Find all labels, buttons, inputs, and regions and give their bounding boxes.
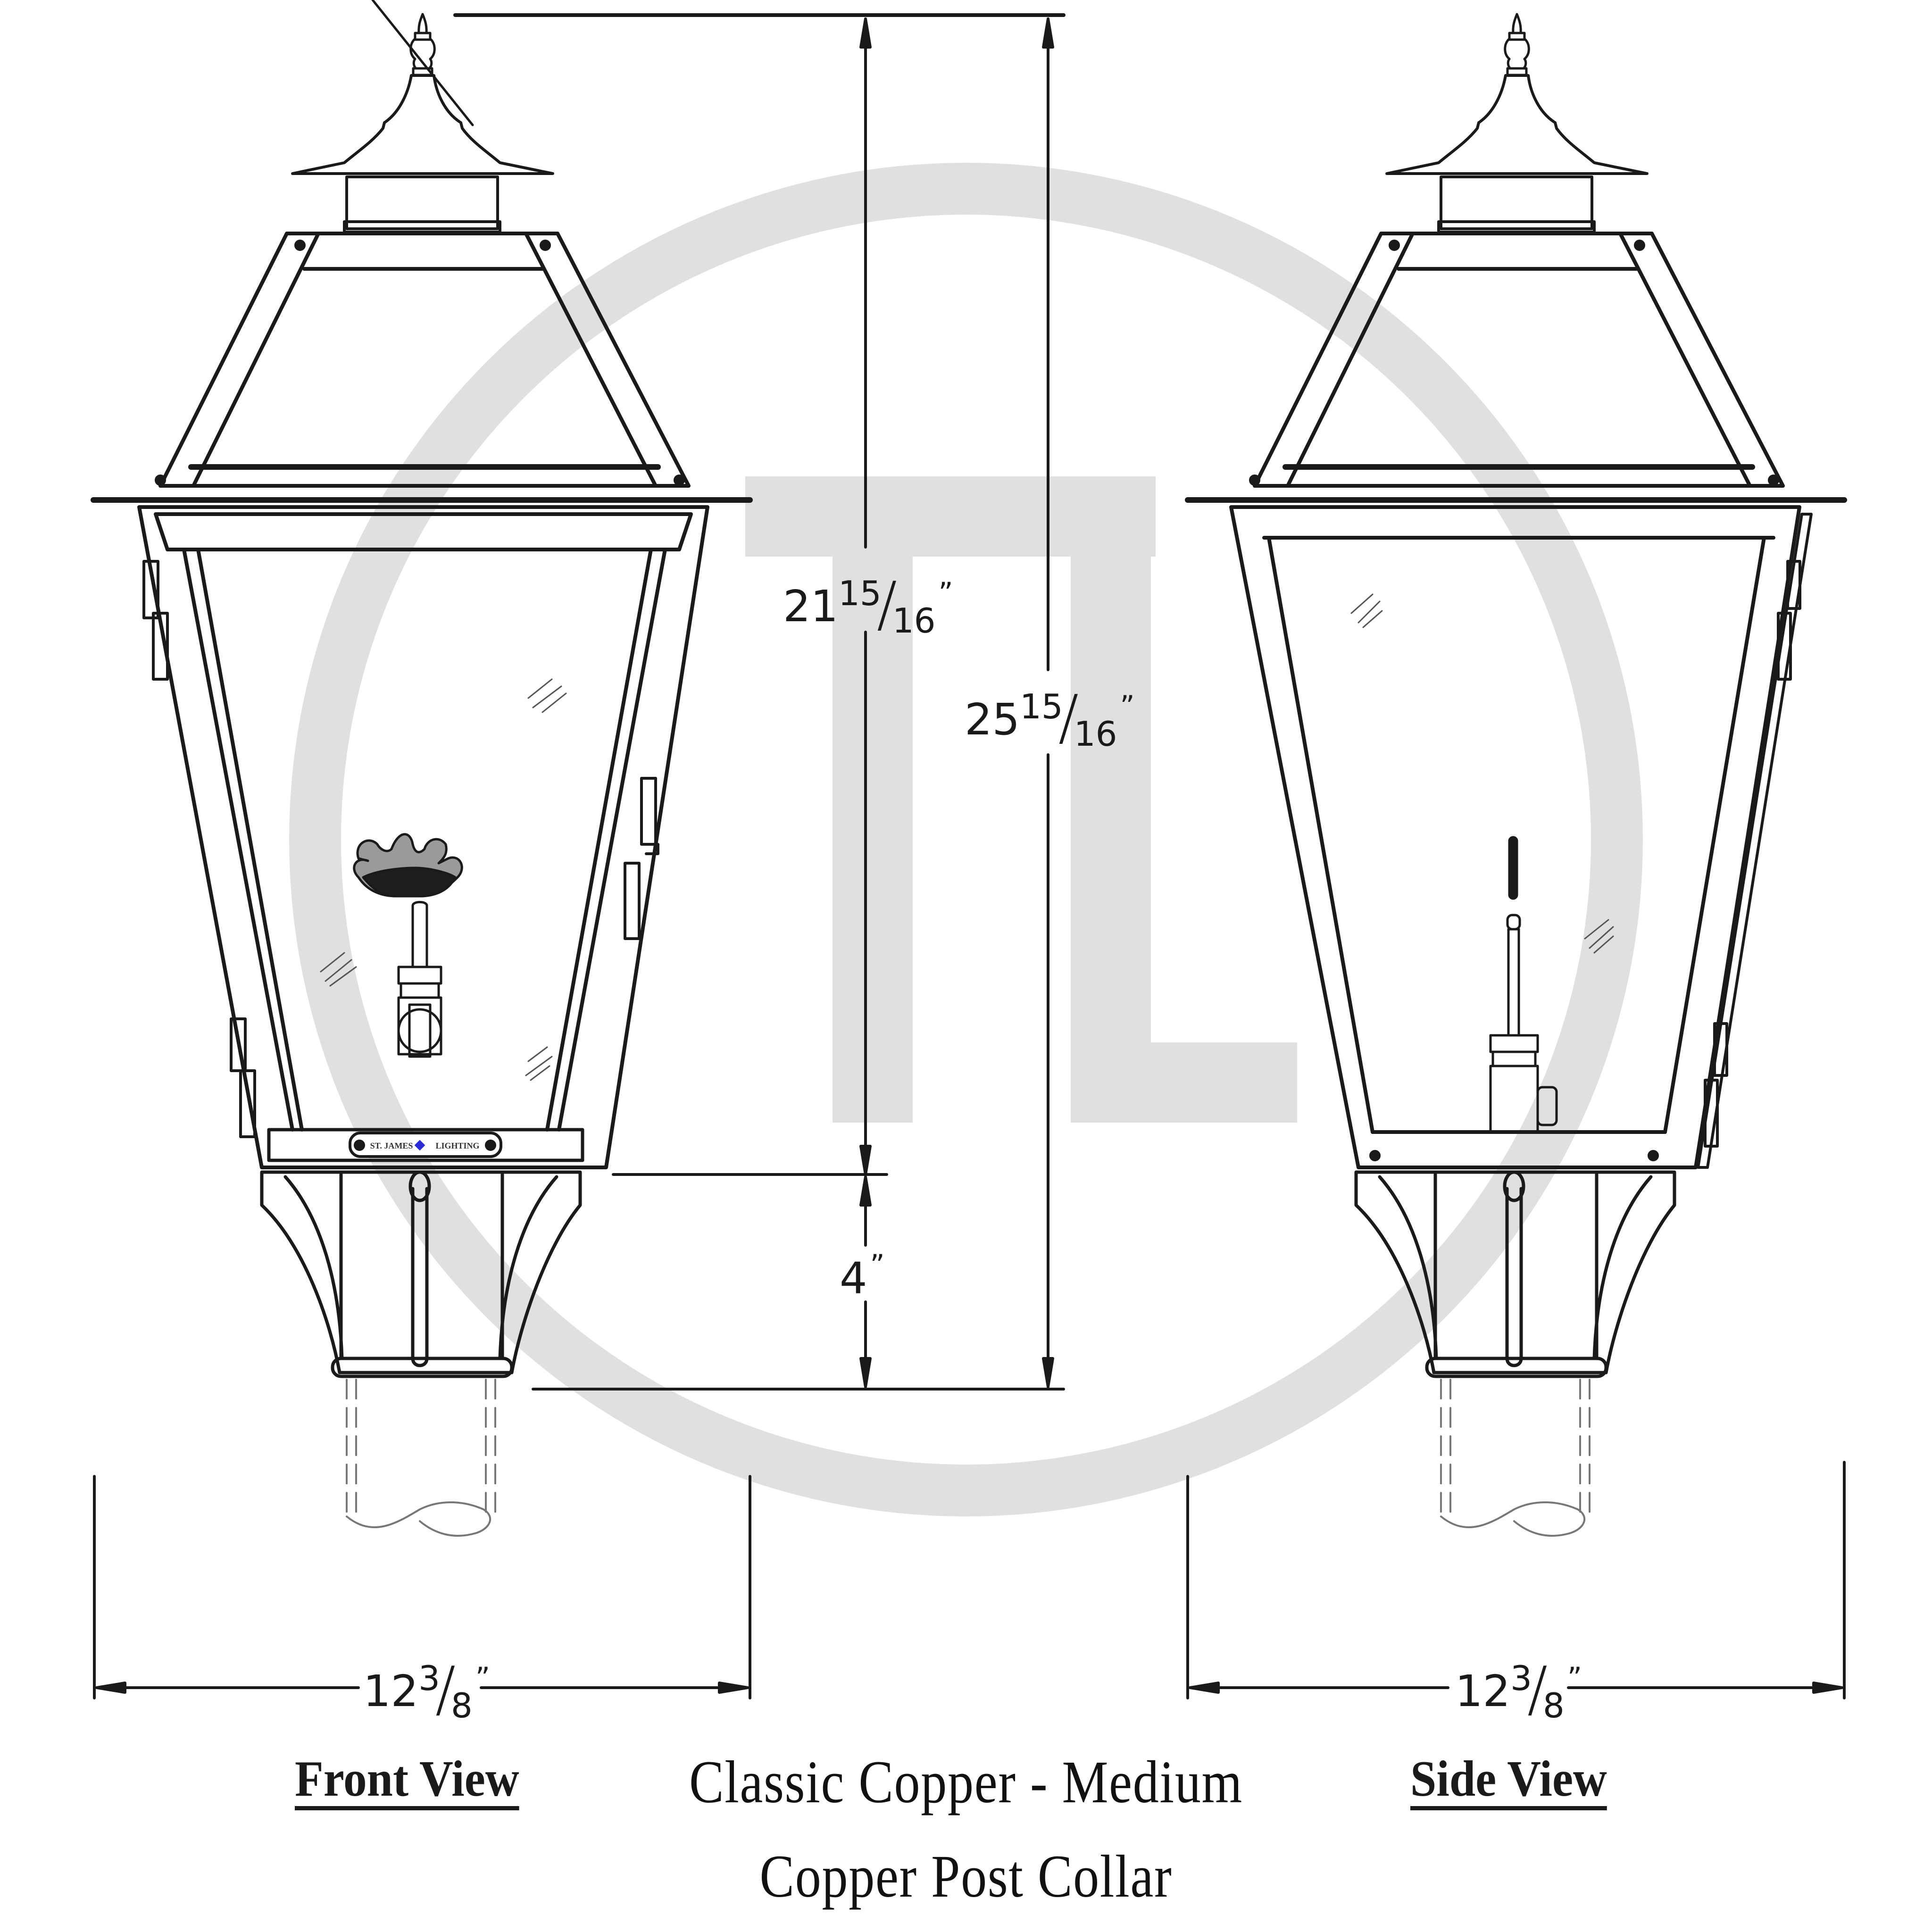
dim-whole: 12	[1455, 1666, 1511, 1716]
dim-unit: ”	[1567, 1661, 1582, 1694]
dim-unit: ”	[1120, 690, 1135, 723]
dim-numerator: 3	[418, 1658, 440, 1698]
dim-numerator: 15	[838, 574, 882, 613]
gem-icon	[414, 1140, 425, 1151]
finial	[409, 13, 436, 76]
dim-denominator: 16	[1074, 714, 1117, 754]
nameplate-text-right: LIGHTING	[435, 1141, 479, 1150]
dim-unit: ”	[938, 576, 953, 609]
dim-denominator: 8	[451, 1686, 473, 1725]
upper-frame	[158, 232, 691, 488]
cap	[291, 74, 554, 175]
post-collar	[260, 1170, 582, 1378]
dimension-lantern-height: 2115/16”	[783, 569, 953, 641]
dim-unit: ”	[475, 1661, 490, 1694]
front-view-label: Front View	[295, 1751, 519, 1807]
product-title: Classic Copper - Medium	[689, 1749, 1243, 1815]
side-view-lantern	[1185, 13, 1847, 1537]
dim-denominator: 8	[1543, 1686, 1565, 1725]
nameplate-text-left: ST. JAMES	[370, 1141, 413, 1150]
product-subtitle: Copper Post Collar	[759, 1843, 1173, 1910]
dim-numerator: 15	[1020, 687, 1063, 726]
dim-whole: 4	[840, 1253, 867, 1304]
glass-body	[137, 505, 709, 1169]
burner	[353, 833, 463, 1058]
dim-whole: 12	[363, 1666, 419, 1716]
dim-whole: 21	[783, 581, 839, 632]
front-view-lantern: ST. JAMES LIGHTING	[91, 0, 753, 1537]
nameplate: ST. JAMES LIGHTING	[349, 1132, 502, 1158]
side-view-label: Side View	[1410, 1751, 1607, 1807]
dim-whole: 25	[965, 694, 1020, 745]
dimension-side-width: 123/8”	[1455, 1654, 1582, 1725]
dim-denominator: 16	[892, 601, 936, 641]
dimension-overall-height: 2515/16”	[965, 683, 1135, 754]
dim-numerator: 3	[1510, 1658, 1532, 1698]
dim-unit: ”	[870, 1249, 885, 1282]
dimension-front-width: 123/8”	[363, 1654, 490, 1725]
chimney	[345, 175, 499, 230]
post	[346, 1379, 496, 1517]
dimension-collar-height: 4”	[840, 1251, 885, 1300]
dimension-lines	[93, 13, 1846, 1699]
